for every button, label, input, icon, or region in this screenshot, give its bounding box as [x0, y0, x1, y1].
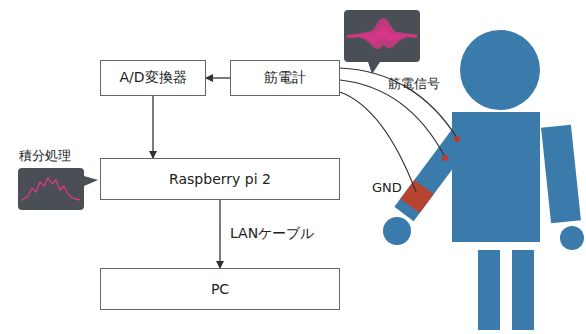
process-box: PC: [100, 268, 340, 310]
process-box: A/D変換器: [100, 60, 206, 96]
gnd-band: [410, 187, 424, 206]
electrode-wires: [340, 68, 457, 192]
signal-label: 筋電信号: [388, 76, 440, 92]
box-label: PC: [211, 281, 229, 297]
person-figure: [383, 30, 584, 330]
signal-callout: [344, 10, 420, 74]
electrodes: [442, 136, 460, 161]
process-box: 筋電計: [230, 60, 340, 96]
integral-callout: [18, 168, 98, 210]
pin-name: GND: [372, 180, 402, 196]
connector-arrow: [206, 77, 230, 78]
box-label: A/D変換器: [119, 69, 186, 87]
connector-arrow: [152, 96, 153, 158]
connector-arrow: [219, 200, 220, 268]
process-box: Raspberry pi 2: [100, 158, 340, 200]
box-label: Raspberry pi 2: [169, 171, 271, 187]
box-label: 筋電計: [264, 69, 306, 87]
edge-label: LANケーブル: [228, 225, 316, 243]
process-note: 積分処理: [19, 148, 71, 164]
